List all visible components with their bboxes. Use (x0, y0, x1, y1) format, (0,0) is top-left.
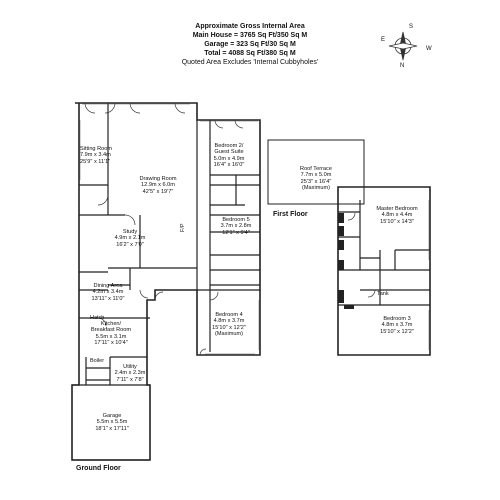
total-area: Total = 4088 Sq Ft/380 Sq M (204, 50, 296, 57)
room-utility-imperial: 7'11" x 7'8" (116, 376, 144, 383)
garage-area: Garage = 323 Sq Ft/30 Sq M (204, 41, 296, 48)
room-study: Study 4.9m x 2.1m 16'2" x 7'0" (110, 229, 150, 248)
room-kitchen-name2: Breakfast Room (90, 327, 132, 334)
room-roof-terrace-metric: 7.7m x 5.0m (300, 172, 332, 179)
room-bedroom-4-note: (Maximum) (215, 331, 243, 338)
compass-s: S (409, 24, 414, 30)
label-fireplace: F/P (180, 223, 186, 232)
first-floor-walls (338, 200, 430, 306)
window-lines (79, 103, 430, 355)
room-garage-imperial: 18'1" x 17'11" (95, 425, 129, 432)
room-garage-metric: 5.5m x 5.5m (96, 419, 128, 426)
room-master-bedroom-imperial: 15'10" x 14'3" (380, 218, 414, 225)
room-master-bedroom-metric: 4.8m x 4.4m (381, 212, 413, 219)
room-kitchen-name: Kitchen/ (100, 321, 122, 327)
room-sitting: Sitting Room 7.9m x 3.4m 25'9" x 11'1" (80, 146, 113, 165)
ground-floor-label: Ground Floor (76, 465, 121, 472)
room-roof-terrace-imperial: 25'3" x 16'4" (300, 178, 332, 185)
room-study-imperial: 16'2" x 7'0" (116, 241, 144, 248)
room-study-metric: 4.9m x 2.1m (114, 235, 146, 242)
room-dining-name: Dining Area (93, 283, 123, 289)
room-study-name: Study (122, 229, 138, 235)
room-roof-terrace-note: (Maximum) (302, 185, 330, 192)
room-drawing: Drawing Room 12.9m x 6.0m 42'5" x 19'7" (128, 176, 188, 195)
ground-floor-walls (72, 103, 260, 461)
room-master-bedroom-name: Master Bedroom (376, 206, 418, 212)
room-bedroom-2: Bedroom 2/ Guest Suite 5.0m x 4.9m 16'4"… (200, 143, 258, 169)
room-bedroom-4-metric: 4.8m x 3.7m (213, 318, 245, 325)
room-bedroom-3-imperial: 15'10" x 12'2" (380, 328, 414, 335)
room-bedroom-4-name: Bedroom 4 (215, 312, 243, 318)
area-title: Approximate Gross Internal Area (195, 23, 305, 30)
room-bedroom-3-metric: 4.8m x 3.7m (381, 322, 413, 329)
room-bedroom-3: Bedroom 3 4.8m x 3.7m 15'10" x 12'2" (366, 316, 428, 335)
room-utility-name: Utility (123, 364, 137, 370)
room-dining-imperial: 13'11" x 11'0" (91, 295, 125, 302)
area-note: Quoted Area Excludes 'Internal Cubbyhole… (181, 59, 319, 66)
room-bedroom-5-imperial: 12'1" x 9'4" (222, 229, 250, 236)
room-utility-metric: 2.4m x 2.3m (114, 370, 146, 377)
label-tank: Tank (377, 291, 389, 297)
room-sitting-metric: 7.9m x 3.4m (80, 152, 111, 159)
room-sitting-name: Sitting Room (80, 146, 113, 152)
room-garage-name: Garage (102, 413, 122, 419)
room-bedroom-2-name2: Guest Suite (214, 149, 244, 156)
room-roof-terrace-name: Roof Terrace (300, 166, 332, 172)
room-bedroom-4: Bedroom 4 4.8m x 3.7m 15'10" x 12'2" (Ma… (200, 312, 258, 338)
room-roof-terrace: Roof Terrace 7.7m x 5.0m 25'3" x 16'4" (… (286, 166, 346, 192)
room-sitting-imperial: 25'9" x 11'1" (80, 158, 111, 165)
room-bedroom-5-name: Bedroom 5 (222, 217, 250, 223)
cubbyholes (338, 213, 354, 309)
compass-rose (388, 31, 418, 61)
room-bedroom-2-name: Bedroom 2/ (214, 143, 244, 149)
room-bedroom-5: Bedroom 5 3.7m x 2.8m 12'1" x 9'4" (212, 217, 260, 236)
room-kitchen-imperial: 17'11" x 10'4" (94, 340, 128, 347)
room-kitchen: Kitchen/ Breakfast Room 5.5m x 3.1m 17'1… (84, 321, 138, 347)
room-bedroom-2-metric: 5.0m x 4.9m (213, 155, 245, 162)
room-dining: Dining Area 4.2m x 3.4m 13'11" x 11'0" (84, 283, 132, 302)
compass-n: N (400, 63, 405, 69)
room-drawing-name: Drawing Room (139, 176, 177, 182)
roof-terrace-outline (267, 139, 365, 205)
room-drawing-imperial: 42'5" x 19'7" (142, 188, 174, 195)
room-garage: Garage 5.5m x 5.5m 18'1" x 17'11" (82, 413, 142, 432)
label-boiler: Boiler (90, 358, 105, 364)
compass-e: E (381, 37, 386, 43)
room-bedroom-3-name: Bedroom 3 (383, 316, 411, 322)
room-utility: Utility 2.4m x 2.3m 7'11" x 7'8" (110, 364, 150, 383)
first-floor-label: First Floor (273, 211, 308, 218)
room-bedroom-4-imperial: 15'10" x 12'2" (212, 324, 246, 331)
room-drawing-metric: 12.9m x 6.0m (141, 182, 175, 189)
label-hatch: Hatch (90, 315, 105, 321)
room-bedroom-5-metric: 3.7m x 2.8m (220, 223, 252, 230)
room-kitchen-metric: 5.5m x 3.1m (95, 333, 127, 340)
room-dining-metric: 4.2m x 3.4m (92, 289, 124, 296)
compass-w: W (426, 46, 432, 52)
room-master-bedroom: Master Bedroom 4.8m x 4.4m 15'10" x 14'3… (366, 206, 428, 225)
main-house-area: Main House = 3765 Sq Ft/350 Sq M (192, 32, 308, 39)
room-bedroom-2-imperial: 16'4" x 16'0" (213, 162, 245, 169)
